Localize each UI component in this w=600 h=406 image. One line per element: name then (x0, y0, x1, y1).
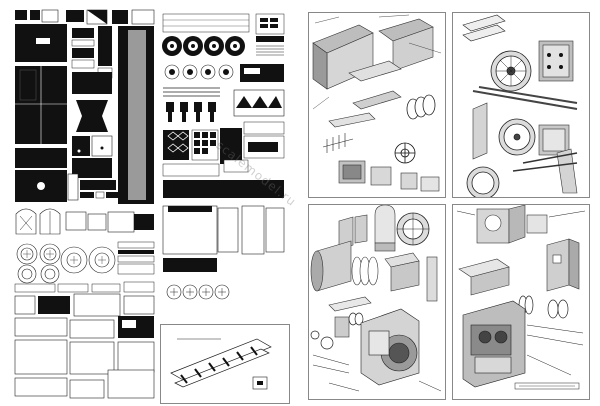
gear-wheel-icon (162, 36, 245, 56)
assembly-panel-top-right (452, 12, 590, 198)
assembly-top-left-art (312, 14, 442, 192)
assembly-panel-bottom-right (452, 204, 590, 400)
assembly-bottom-right-art (456, 205, 586, 390)
parts-sheet-middle-art (162, 13, 285, 300)
rail-track-icon (170, 338, 272, 390)
assembly-panel-bottom-left (308, 204, 446, 400)
cylinder-icon (374, 205, 396, 252)
assembly-top-right-art (462, 14, 578, 197)
assembly-bottom-left-art (310, 205, 442, 392)
assembly-panel-top-left (308, 12, 446, 198)
parts-sheet-middle (160, 8, 288, 320)
chassis-inset-panel (160, 324, 290, 404)
parts-sheet-left (12, 8, 157, 400)
wheel-icon (166, 284, 230, 300)
parts-sheet-left-art (14, 9, 155, 399)
